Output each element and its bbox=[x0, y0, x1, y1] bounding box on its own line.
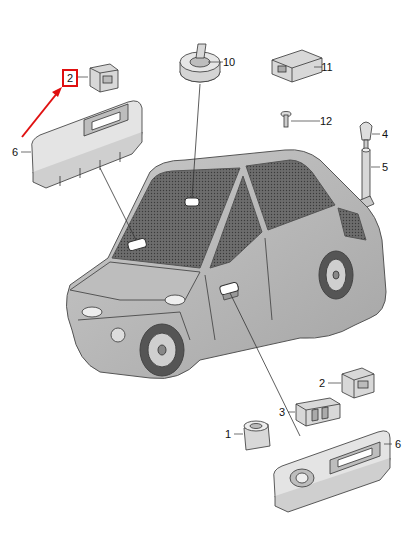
car-wheel bbox=[140, 251, 353, 376]
switch-panel bbox=[32, 101, 142, 188]
cap-part bbox=[360, 122, 372, 150]
callout-number: 11 bbox=[321, 62, 332, 73]
callout-number: 6 bbox=[12, 147, 18, 158]
callout-number: 2 bbox=[67, 73, 73, 84]
callout-number: 5 bbox=[382, 162, 388, 173]
actuator-part bbox=[272, 50, 322, 82]
callout-number: 1 bbox=[225, 429, 231, 440]
callout-number: 3 bbox=[279, 407, 285, 418]
highlight-box: 2 bbox=[62, 69, 78, 87]
switch-panel bbox=[274, 431, 390, 512]
screw-part bbox=[281, 112, 291, 128]
switch-part bbox=[342, 368, 374, 398]
switch-part bbox=[90, 64, 118, 92]
car-body bbox=[66, 150, 386, 379]
callout-number: 10 bbox=[223, 57, 235, 68]
callout-number: 6 bbox=[395, 439, 401, 450]
callout-number: 12 bbox=[320, 116, 332, 127]
mirror-switch-part bbox=[244, 421, 270, 450]
sensor-part bbox=[180, 44, 220, 82]
switch-part bbox=[296, 398, 340, 426]
callout-number: 2 bbox=[319, 378, 325, 389]
callout-number: 4 bbox=[382, 129, 388, 140]
